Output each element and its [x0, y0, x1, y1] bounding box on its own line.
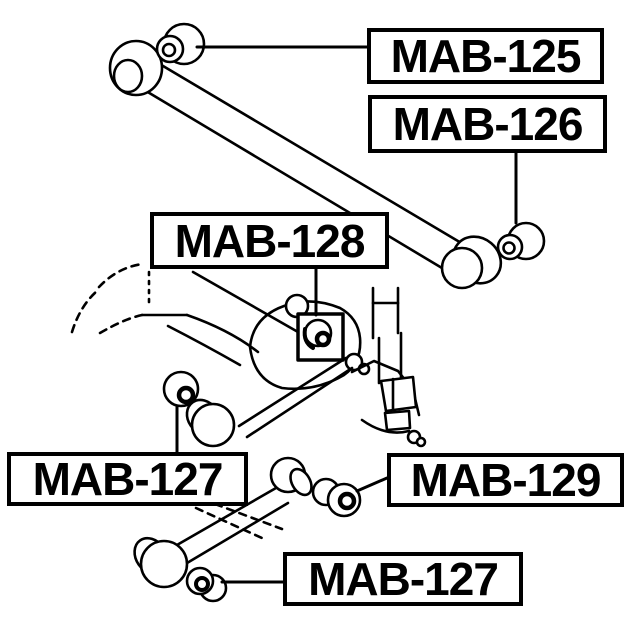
- part-label-text: MAB-128: [174, 214, 366, 267]
- bushing-mab-127-rear-icon: [185, 566, 228, 603]
- part-label-mab-126: MAB-126: [368, 95, 607, 153]
- bushing-mab-127-front-icon: [162, 370, 200, 408]
- part-label-text: MAB-125: [390, 30, 582, 82]
- lower-rod-phantom-lines: [194, 502, 284, 540]
- bushing-mab-128-icon: [302, 318, 333, 350]
- part-label-text: MAB-127: [32, 453, 224, 505]
- top-lateral-rod: [108, 39, 503, 290]
- bushing-mab-125-icon: [155, 22, 206, 66]
- bushing-mab-126-icon: [496, 221, 546, 261]
- part-label-text: MAB-127: [308, 553, 499, 605]
- part-label-mab-128: MAB-128: [150, 212, 389, 269]
- leader-line-mab-129: [355, 476, 389, 493]
- part-label-text: MAB-126: [392, 98, 584, 150]
- part-label-mab-125: MAB-125: [367, 28, 604, 84]
- part-label-mab-127-rear: MAB-127: [283, 552, 523, 606]
- shock-absorber: [371, 286, 427, 448]
- frame-rail-phantom-lines: [70, 262, 151, 335]
- part-label-mab-127-front: MAB-127: [7, 452, 248, 506]
- axle-assembly: [140, 270, 421, 434]
- bushing-mab-129-icon: [311, 477, 362, 518]
- part-label-mab-129: MAB-129: [387, 453, 624, 507]
- trailing-rod: [185, 356, 354, 448]
- part-label-text: MAB-129: [410, 454, 602, 506]
- leader-lines: [175, 45, 518, 584]
- lower-control-rod: [133, 456, 313, 589]
